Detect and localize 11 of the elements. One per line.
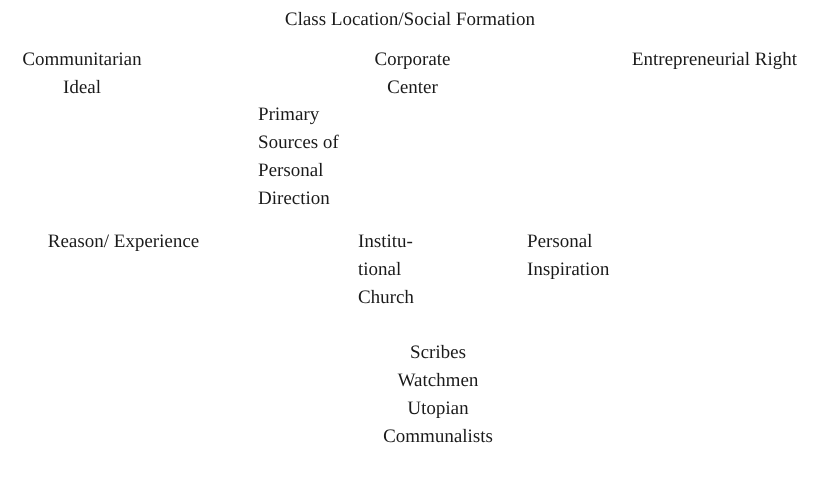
diagram-title: Class Location/Social Formation (284, 8, 536, 32)
text-label: Watchmen (396, 369, 480, 393)
text-label: Primary Sources of Personal Direction (258, 103, 340, 211)
text-label: Institu- tional Church (358, 230, 415, 310)
text-label: Entrepreneurial Right (630, 48, 797, 72)
text-label: Communitarian Ideal (21, 48, 143, 100)
text-label: Utopian Communalists (382, 397, 494, 449)
text-label: Reason/ Experience (46, 230, 200, 254)
text-label: Personal Inspiration (527, 230, 610, 282)
text-label: Corporate Center (374, 48, 452, 100)
text-label: Scribes (409, 341, 467, 365)
